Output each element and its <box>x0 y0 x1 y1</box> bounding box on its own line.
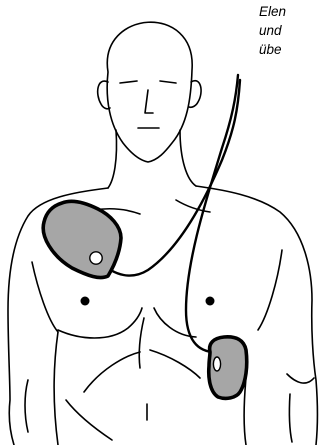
rib-left <box>84 352 140 392</box>
right-eye <box>160 81 176 83</box>
neck-right <box>180 130 196 186</box>
right-arm-inner <box>287 374 314 383</box>
right-arm-lower <box>289 394 292 442</box>
electrode-pad-lower <box>209 337 247 399</box>
right-armpit <box>258 250 282 330</box>
caption-line-3: übe <box>259 40 322 59</box>
cable-lower-pad <box>186 75 238 352</box>
nose <box>145 90 153 113</box>
pad-lower-connector <box>213 357 220 371</box>
instruction-caption: Elen und übe <box>259 2 322 59</box>
electrode-pad-upper <box>43 201 121 277</box>
left-eye <box>120 81 137 83</box>
caption-line-1: Elen <box>259 2 322 21</box>
right-nipple <box>206 297 215 306</box>
head <box>98 22 201 162</box>
pectoral-left <box>58 308 142 338</box>
right-side <box>244 378 246 445</box>
neck-left <box>108 130 117 188</box>
pad-upper-connector <box>90 252 102 264</box>
left-arm-inner <box>25 380 28 432</box>
head-outline <box>107 22 192 162</box>
caption-line-2: und <box>259 21 322 40</box>
pad-upper-shape <box>43 201 121 277</box>
abdomen-left <box>66 400 112 440</box>
left-armpit <box>32 262 58 332</box>
rib-right <box>150 350 200 378</box>
torso-right-outline <box>196 186 318 445</box>
left-nipple <box>81 297 90 306</box>
sternum <box>139 318 144 368</box>
left-side <box>54 332 58 445</box>
